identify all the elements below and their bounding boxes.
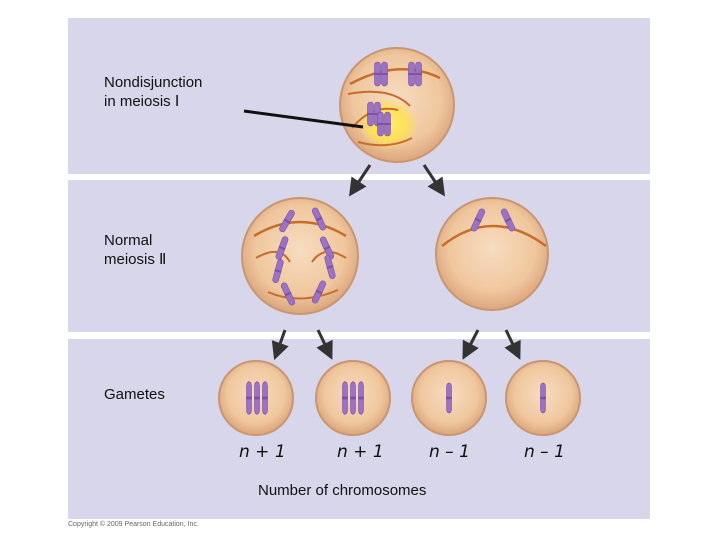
- arrow: [504, 329, 521, 360]
- chromosome: [261, 381, 269, 415]
- meiosis-1-cell: [339, 47, 455, 163]
- label-normal-meiosis-2: Normal meiosis Ⅱ: [104, 232, 167, 268]
- gamete-3-count: n – 1: [429, 442, 470, 462]
- spindle-fiber: [349, 68, 441, 86]
- pointer-line: [243, 109, 364, 129]
- chromosome: [341, 381, 349, 415]
- gamete-4-count: n – 1: [524, 442, 565, 462]
- gamete-4: [505, 360, 581, 436]
- spindle-fiber: [255, 251, 291, 263]
- arrow: [316, 329, 333, 360]
- spindle-fiber: [441, 224, 547, 248]
- gamete-2: [315, 360, 391, 436]
- arrow: [462, 329, 480, 360]
- chromosome: [245, 381, 253, 415]
- gamete-1: [218, 360, 294, 436]
- chromosome: [253, 381, 261, 415]
- label-nondisjunction-meiosis-1: Nondisjunction in meiosis Ⅰ: [104, 74, 203, 110]
- gamete-3: [411, 360, 487, 436]
- meiosis-2-cell-left: [241, 197, 359, 315]
- chromosome: [357, 381, 365, 415]
- gamete-2-count: n + 1: [337, 442, 384, 462]
- chromosome: [445, 382, 453, 414]
- spindle-fiber: [253, 220, 347, 238]
- label-gametes: Gametes: [104, 386, 165, 403]
- arrow: [349, 164, 372, 197]
- spindle-fiber: [357, 137, 413, 147]
- meiosis-2-cell-right: [435, 197, 549, 311]
- spindle-fiber: [347, 90, 411, 107]
- axis-title: Number of chromosomes: [258, 482, 427, 499]
- arrow: [422, 164, 445, 197]
- cell-membrane: [435, 197, 549, 311]
- gamete-1-count: n + 1: [239, 442, 286, 462]
- chromosome: [539, 382, 547, 414]
- chromosome: [349, 381, 357, 415]
- copyright-notice: Copyright © 2009 Pearson Education, Inc.: [68, 521, 199, 528]
- arrow: [271, 329, 289, 361]
- spindle-fiber: [267, 289, 339, 300]
